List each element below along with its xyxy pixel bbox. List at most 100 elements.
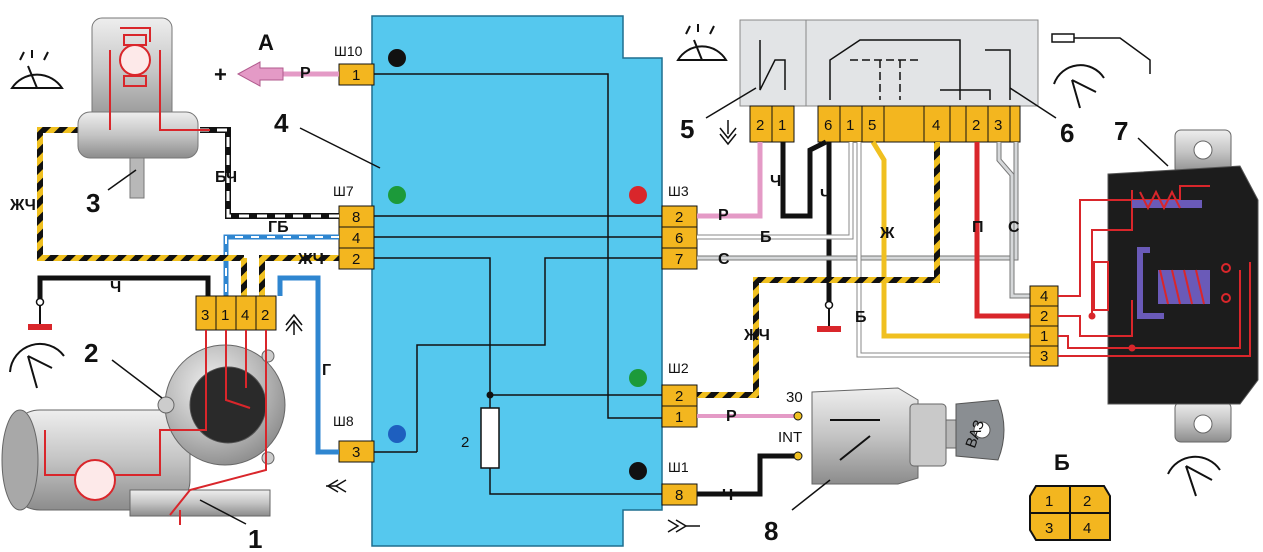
wire-gray-inner: [997, 142, 1030, 298]
wire-black: [697, 453, 796, 497]
wire-label-zh: Ж: [879, 225, 895, 242]
wire-gray-inner: [697, 142, 1018, 260]
wire-label-ch: Ч: [820, 187, 831, 204]
pin-dot-black: [388, 49, 406, 67]
socket-icon: [719, 120, 737, 146]
pin-label: 7: [675, 251, 683, 268]
callout-2: 2: [84, 338, 98, 368]
wiper-motor: [1, 330, 286, 525]
callout-5: 5: [680, 114, 694, 144]
wire-label-gb: ГБ: [268, 219, 289, 236]
connector-sh3-label: Ш3: [668, 183, 689, 199]
wire-yellow: [870, 140, 1030, 339]
callout-8: 8: [764, 516, 778, 546]
wire-blue: [277, 275, 339, 455]
arrow-a: [236, 61, 284, 87]
wire-label-p: П: [972, 219, 984, 236]
pin-dot-blue: [388, 425, 406, 443]
pin-label: 1: [352, 67, 360, 84]
fuse-2: [480, 407, 500, 469]
connector-sh2-label: Ш2: [668, 360, 689, 376]
pin-label: 4: [241, 307, 249, 324]
washer-nozzle-icon: [1051, 33, 1151, 74]
callout-7: 7: [1114, 116, 1128, 146]
pin-label: 1: [778, 117, 786, 134]
pin-label: 1: [1045, 493, 1053, 510]
wire-label-r: Р: [718, 207, 729, 224]
wire-label-ch: Ч: [722, 487, 733, 504]
terminal-int: [793, 451, 803, 461]
wire-label-zhch: ЖЧ: [9, 197, 36, 214]
callout-line: [111, 359, 163, 399]
ground-icon: [28, 324, 52, 330]
callout-6: 6: [1060, 118, 1074, 148]
wire-label-g: Г: [322, 362, 331, 379]
pin-label: 4: [932, 117, 940, 134]
wire-white-inner: [697, 142, 853, 239]
pin-label: 4: [1083, 520, 1091, 537]
pin-label: 3: [1045, 520, 1053, 537]
ground-icon: [817, 326, 841, 332]
wiper-icon: [9, 342, 65, 389]
pin-label: 2: [1040, 308, 1048, 325]
pin-label: 2: [1083, 493, 1091, 510]
wire-blue-white-inner: [225, 236, 339, 296]
callout-1: 1: [248, 524, 262, 552]
wire-label-b: Б: [855, 309, 867, 326]
wire-black: [37, 275, 211, 302]
pin-label: 1: [846, 117, 854, 134]
wire-white-black-inner: [200, 128, 339, 218]
pin-label: 2: [675, 388, 683, 405]
callout-line: [299, 127, 381, 169]
terminal-30-label: 30: [786, 389, 803, 406]
junction-dot: [486, 391, 494, 399]
pin-dot-green: [388, 186, 406, 204]
wire-black: [780, 139, 828, 219]
wire-label-ch: Ч: [110, 279, 121, 296]
pin-label: 3: [352, 444, 360, 461]
pin-label: 4: [352, 230, 360, 247]
connector-sh7-label: Ш7: [333, 183, 354, 199]
pin-label: 2: [675, 209, 683, 226]
callout-line: [791, 479, 831, 511]
callout-line: [199, 499, 247, 525]
callout-line: [107, 169, 137, 191]
wire-yellow-black: [259, 255, 339, 296]
wire-yellow-black: [697, 142, 940, 398]
wire-label-bch: БЧ: [215, 169, 237, 186]
pin-label: 1: [675, 409, 683, 426]
key-icon: [945, 399, 1005, 461]
wire-node: [35, 297, 45, 307]
plus-sign: +: [214, 62, 227, 87]
wire-label-r: Р: [726, 408, 737, 425]
callout-line: [705, 87, 757, 119]
pin-dot-black: [629, 462, 647, 480]
callout-4: 4: [274, 108, 289, 138]
wire-label-r: Р: [300, 65, 311, 82]
pin-label: 1: [1040, 328, 1048, 345]
pin-label: 3: [201, 307, 209, 324]
detail-b-label: Б: [1054, 450, 1070, 475]
marker-a: А: [258, 30, 274, 55]
terminal-30: [793, 411, 803, 421]
callout-line: [1009, 87, 1057, 119]
wire-label-s: С: [718, 251, 730, 268]
relay-unit: [1058, 129, 1259, 443]
ignition-switch: [811, 387, 1005, 485]
connector-sh10-label: Ш10: [334, 43, 363, 59]
wiper-washer-icon: [676, 24, 728, 61]
wire-label-b: Б: [760, 229, 772, 246]
pin-label: 2: [972, 117, 980, 134]
pin-dot-red: [629, 186, 647, 204]
control-unit-body: [371, 15, 663, 547]
internal-traces: [374, 73, 662, 495]
pin-label: 2: [261, 307, 269, 324]
pin-dot-green: [629, 369, 647, 387]
pin-label: 2: [756, 117, 764, 134]
pin-label: 8: [352, 209, 360, 226]
wire-white-inner: [857, 142, 1030, 357]
socket-icon: [285, 313, 303, 335]
pin-label: 4: [1040, 288, 1048, 305]
wire-label-s: С: [1008, 219, 1020, 236]
